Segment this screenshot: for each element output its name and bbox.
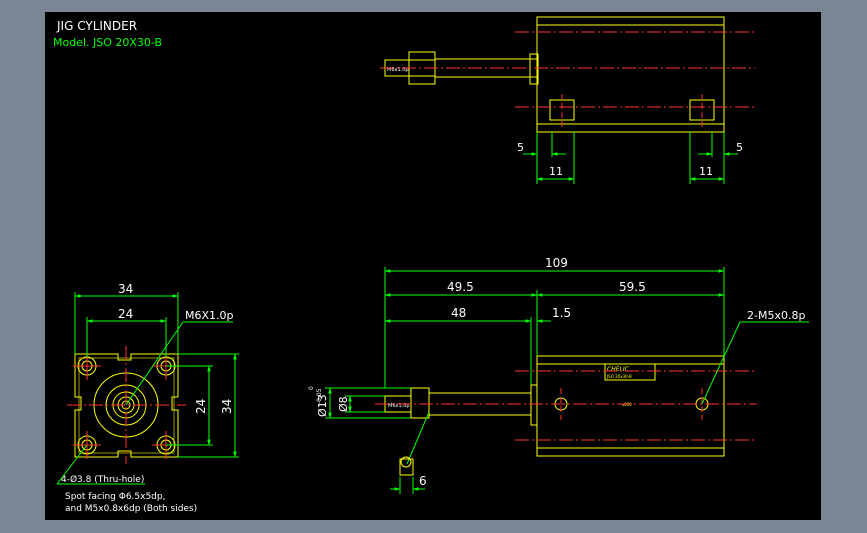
top-view: M6x1.0p 5 11 5 11 [380,16,755,184]
end-spot-note-2: and M5x0.8x6dp (Both sides) [65,504,197,514]
dim-left-part: 49.5 [447,280,474,294]
dim-flange-tol-upper: 0 [308,386,315,390]
end-dim-bolt-spacing: 24 [118,307,133,321]
top-dim-left-width: 11 [549,165,563,178]
brand-sub: JSO 20x30-B [606,374,632,379]
drawing-title: JIG CYLINDER [56,19,137,33]
end-dim-outer: 34 [118,282,133,296]
dim-flange-dia: Ø13 [316,394,329,417]
dim-rod-dia: Ø8 [337,396,350,412]
model-label: Model. JSO 20X30-B [53,36,162,49]
drawing-canvas: JIG CYLINDER Model. JSO 20X30-B M6x1.0p … [45,12,821,520]
tip-detail [399,458,414,476]
dim-rod: 48 [451,306,466,320]
end-dim-vert-outer: 34 [220,399,234,414]
top-dim-left-offset: 5 [517,141,524,154]
side-view: CHELIC JSO 20x30-B s000 M6x1.0p 109 49.5… [308,256,809,494]
dim-overall: 109 [545,256,568,270]
top-body [536,16,725,133]
top-rod-label: M6x1.0p [387,67,409,73]
dim-tip-width: 6 [419,474,427,488]
cad-drawing: JIG CYLINDER Model. JSO 20X30-B M6x1.0p … [53,16,809,514]
side-rod-label: M6x1.0p [388,403,410,409]
end-dim-vert-bolt: 24 [194,399,208,414]
end-dim-thread: M6X1.0p [185,309,234,322]
dim-gap: 1.5 [552,306,571,320]
brand-name: CHELIC [607,366,630,373]
end-view: 34 24 34 24 M6X1.0p 4-Ø3.8 (Thru-hole) S… [56,282,239,514]
brand-plate [604,363,656,381]
top-dim-right-width: 11 [699,165,713,178]
dim-right-part: 59.5 [619,280,646,294]
side-nut [410,387,430,419]
end-hole-note: 4-Ø3.8 (Thru-hole) [61,474,144,485]
top-dim-right-offset: 5 [736,141,743,154]
end-spot-note-1: Spot facing Φ6.5x5dp, [65,492,165,502]
dim-flange-tol-lower: -0.05 [316,388,323,404]
dim-port: 2-M5x0.8p [747,309,805,322]
